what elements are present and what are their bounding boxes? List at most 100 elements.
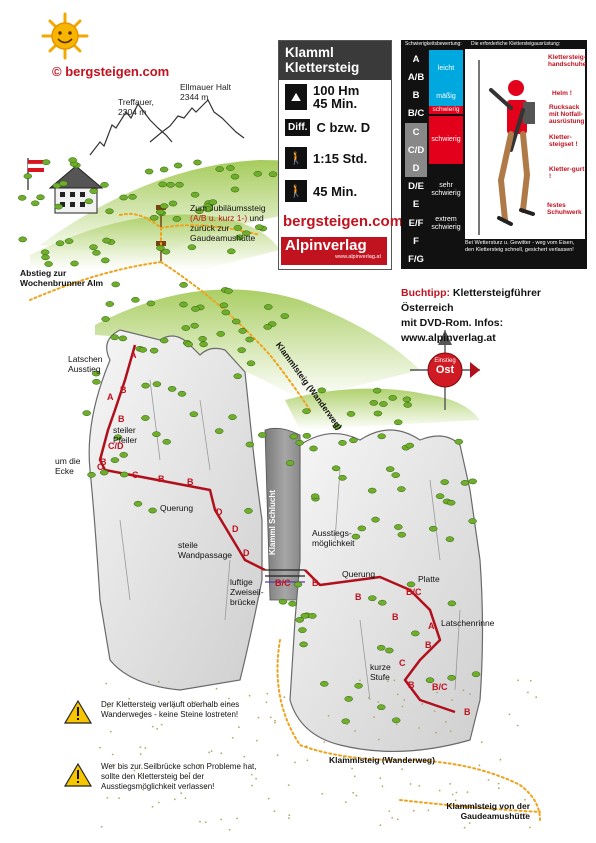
shrub xyxy=(245,336,254,343)
shrub xyxy=(351,533,361,540)
grass-dot xyxy=(205,704,208,706)
shrub xyxy=(110,334,119,341)
shrub xyxy=(391,717,401,724)
shrub xyxy=(59,180,68,187)
shrub xyxy=(149,347,159,354)
hill-right xyxy=(285,388,480,430)
grass-dot xyxy=(418,727,420,729)
info-descent: 🚶 45 Min. xyxy=(285,180,357,202)
grade-cell-d: D xyxy=(405,159,427,178)
grass-dot xyxy=(199,820,201,823)
shrub xyxy=(226,165,235,171)
hiker-down-icon: 🚶 xyxy=(285,180,307,202)
grass-dot xyxy=(388,810,391,812)
shrub xyxy=(144,168,154,175)
trail-klammlsteig-bottom xyxy=(276,639,541,821)
grass-dot xyxy=(516,724,519,727)
logo-alpinverlag[interactable]: Alpinverlag www.alpinverlag.at xyxy=(281,237,387,265)
grass-dot xyxy=(267,797,270,800)
shrub xyxy=(219,302,229,309)
route-grade-right: B xyxy=(425,640,432,650)
peak-treffauer: Treffauer,2304 m xyxy=(118,97,154,117)
shrub xyxy=(173,162,183,169)
label-kurze-stufe: kurze Stufe xyxy=(370,662,391,682)
label-abstieg: Abstieg zur Wochenbrunner Alm xyxy=(20,268,104,288)
grass-dot xyxy=(346,723,348,726)
grass-dot xyxy=(156,727,159,730)
grass-dot xyxy=(180,792,183,795)
grade-cell-e: E xyxy=(405,195,427,215)
shrub xyxy=(295,617,304,623)
grass-dot xyxy=(112,763,114,766)
shrub xyxy=(254,224,264,231)
grass-dot xyxy=(487,779,490,781)
route-grade-left: B xyxy=(187,477,194,487)
grade-desc-moderate: mäßig xyxy=(429,88,463,106)
shrub xyxy=(357,525,367,532)
grass-dot xyxy=(204,787,207,790)
grass-dot xyxy=(355,794,358,797)
grass-dot xyxy=(231,737,234,739)
grass-dot xyxy=(373,716,375,719)
shrub xyxy=(146,300,156,307)
shrub xyxy=(264,304,273,310)
logo-bergsteigen[interactable]: bergsteigen.com xyxy=(283,213,404,230)
label-steiler-pfeiler: steiler Pfeiler xyxy=(113,425,138,445)
grass-dot xyxy=(274,719,276,722)
grass-dot xyxy=(250,773,253,776)
shrub xyxy=(102,237,111,244)
grass-dot xyxy=(353,775,356,778)
shrub xyxy=(338,440,347,446)
shrub xyxy=(179,282,188,288)
shrub xyxy=(388,395,397,401)
label-klammlsteig-bottom: Klammlsteig (Wanderweg) xyxy=(329,755,435,765)
shrub xyxy=(460,480,470,486)
shrub xyxy=(159,203,169,209)
shrub xyxy=(193,159,202,166)
warning-1: Der Klettersteig verläuft oberhalb eines… xyxy=(101,700,240,719)
shrub xyxy=(298,627,307,633)
rock-right xyxy=(289,429,484,753)
grass-dot xyxy=(274,721,276,724)
shrub xyxy=(378,599,387,606)
grass-dot xyxy=(436,691,438,694)
grade-cell-b: B xyxy=(405,86,427,105)
grass-dot xyxy=(228,697,230,700)
shrub xyxy=(91,370,101,377)
grade-cell-e-f: E/F xyxy=(405,213,427,233)
shrub xyxy=(40,249,50,256)
shrub xyxy=(177,390,187,397)
rock-left xyxy=(88,329,263,691)
shrub xyxy=(338,474,347,481)
eq-harness: Kletter-gurt ! xyxy=(549,166,585,180)
shrub xyxy=(406,581,416,588)
grass-dot xyxy=(393,679,396,682)
grass-dot xyxy=(251,784,253,787)
shrub xyxy=(141,382,150,389)
shrub xyxy=(199,341,208,348)
shrub xyxy=(101,316,110,322)
route-grade-left: B xyxy=(158,474,165,484)
shrub xyxy=(428,525,438,532)
buchtipp[interactable]: Buchtipp: Klettersteigführer Österreich … xyxy=(401,287,542,344)
shrub xyxy=(190,191,200,198)
shrub xyxy=(393,419,403,426)
info-approach: 🚶 1:15 Std. xyxy=(285,147,367,169)
grass-dot xyxy=(517,679,519,682)
grass-dot xyxy=(215,687,218,690)
grass-dot xyxy=(524,798,526,801)
grass-dot xyxy=(342,756,345,759)
trail-klammlsteig-top xyxy=(160,261,311,411)
grass-dot xyxy=(100,825,103,828)
site-brand[interactable]: © bergsteigen.com xyxy=(52,64,170,79)
grass-dot xyxy=(210,750,213,752)
shrub xyxy=(379,401,388,407)
grass-dot xyxy=(454,799,457,802)
shrub xyxy=(189,411,199,418)
grass-dot xyxy=(381,785,384,788)
label-jubilaeum: Zum Jubiläumssteig (A/B u. kurz 1-) und … xyxy=(190,203,266,243)
shrub xyxy=(138,346,148,353)
route-grade-left: C xyxy=(132,470,139,480)
